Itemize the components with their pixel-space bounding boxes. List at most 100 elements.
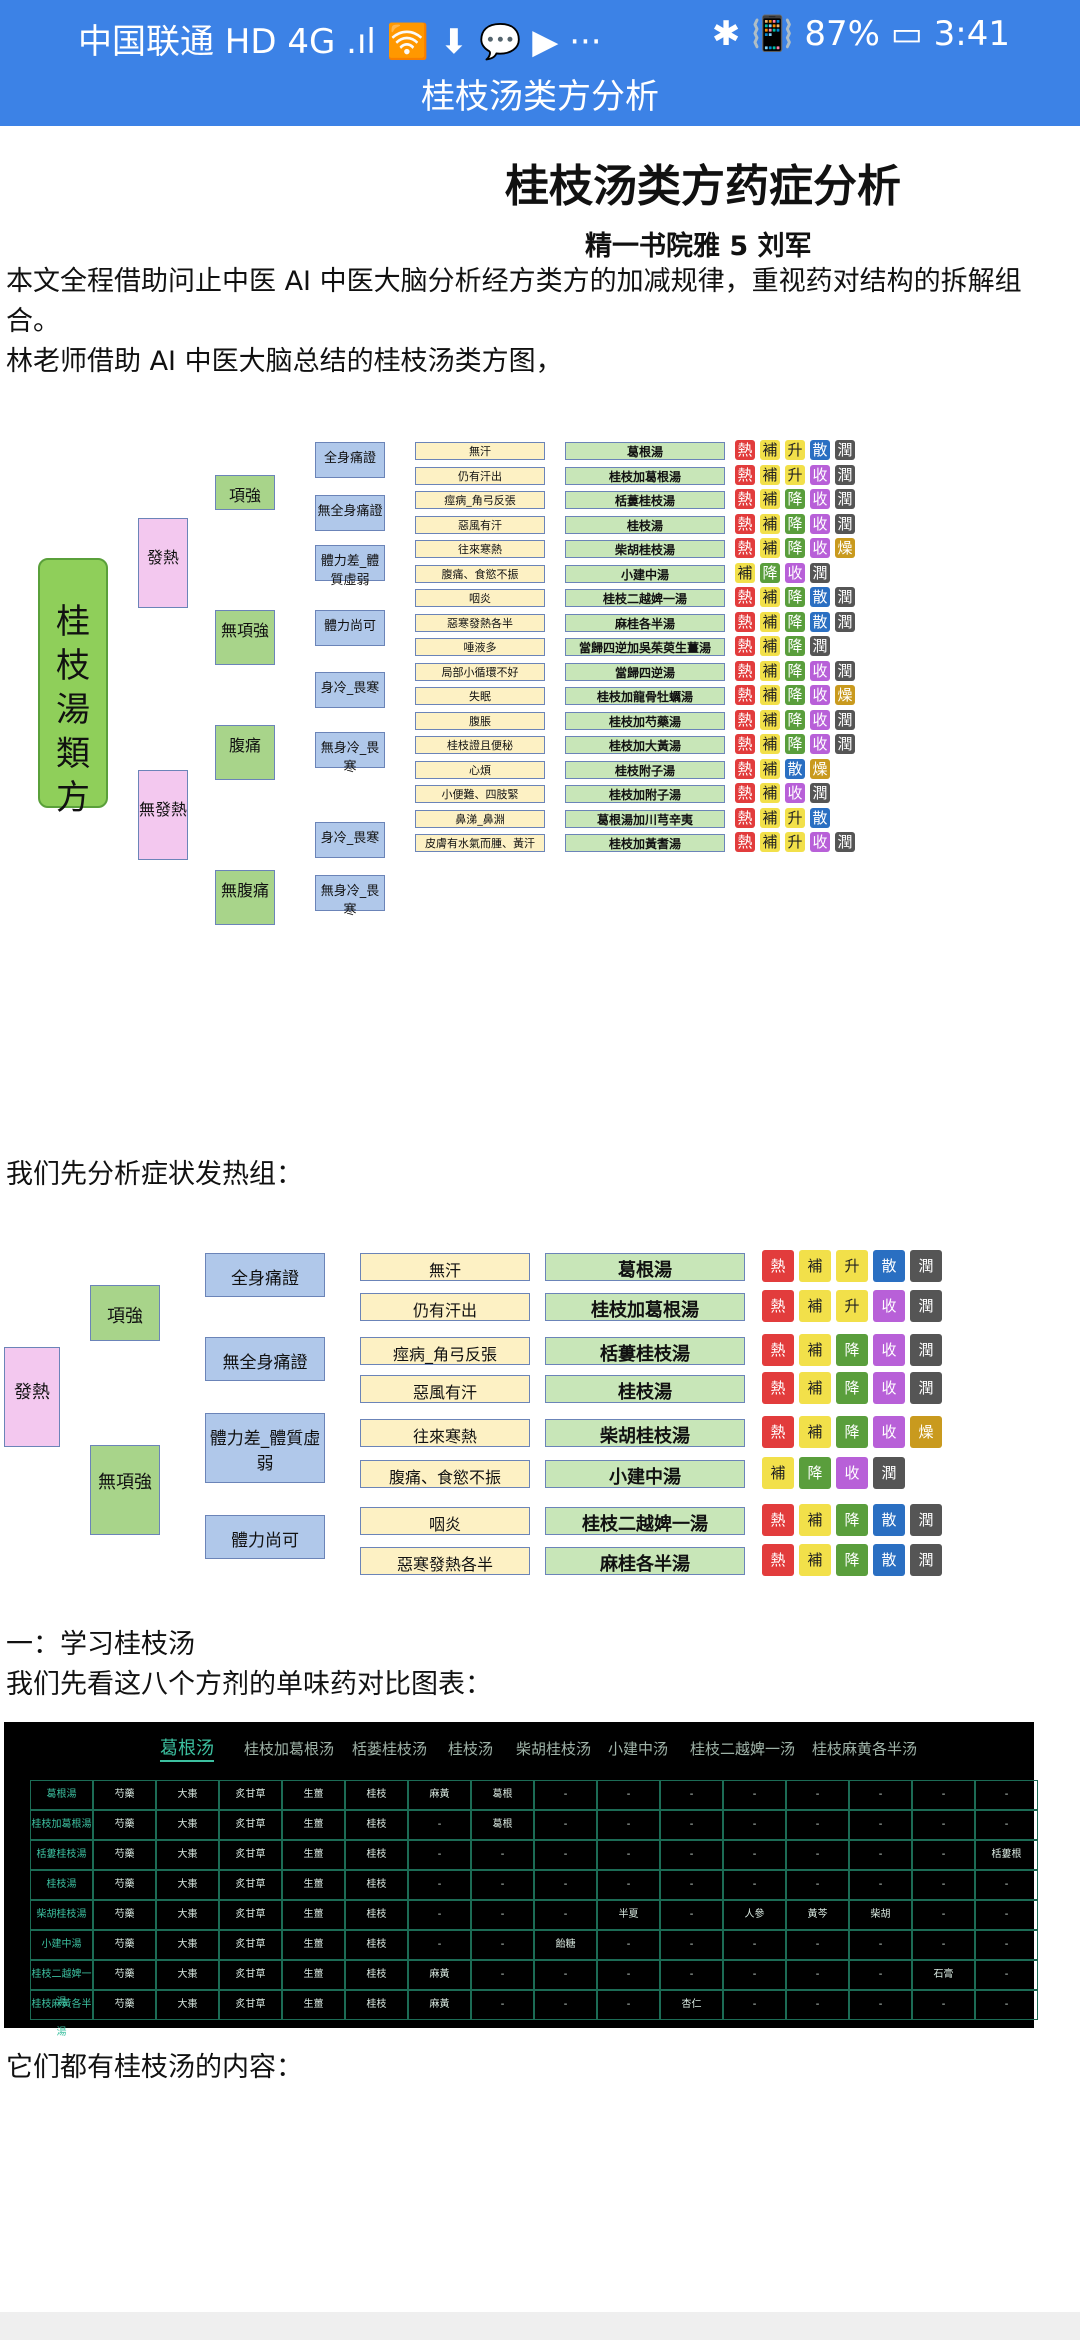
symptom-label: 失眠	[415, 687, 545, 705]
property-tag: 收	[873, 1372, 905, 1404]
property-tag: 降	[836, 1334, 868, 1366]
table-cell: 大棗	[156, 1930, 219, 1960]
table-tab[interactable]: 桂枝麻黄各半汤	[812, 1740, 918, 1758]
property-tag: 散	[810, 440, 830, 460]
property-tag: 熱	[735, 709, 755, 730]
property-tag: 補	[762, 1457, 794, 1489]
formula-label: 桂枝二越婢一湯	[545, 1507, 745, 1535]
symptom-label: 心煩	[415, 760, 545, 779]
table-tab[interactable]: 小建中汤	[608, 1740, 669, 1758]
table-cell: -	[723, 1810, 786, 1840]
property-tag: 補	[799, 1290, 831, 1322]
property-tag: 散	[785, 758, 805, 779]
table-cell: 桂枝	[345, 1900, 408, 1930]
table-cell: -	[660, 1870, 723, 1900]
property-tag: 收	[810, 734, 830, 754]
table-cell: -	[786, 1870, 849, 1900]
property-tag: 潤	[910, 1544, 942, 1576]
table-cell: -	[975, 1990, 1038, 2020]
table-cell: 人參	[723, 1900, 786, 1930]
table-cell: -	[534, 1780, 597, 1810]
root-node: 桂枝湯類方	[38, 558, 108, 818]
table-tab[interactable]: 桂枝加葛根汤	[244, 1740, 335, 1758]
table-tab[interactable]: 桂枝汤	[448, 1740, 494, 1758]
table-cell: -	[597, 1810, 660, 1840]
property-tag: 降	[785, 513, 805, 534]
table-cell: -	[660, 1780, 723, 1810]
property-tag: 潤	[835, 709, 855, 730]
table-cell: 桂枝	[345, 1870, 408, 1900]
formula-label: 桂枝湯	[545, 1375, 745, 1403]
table-tab[interactable]: 柴胡桂枝汤	[516, 1740, 592, 1758]
property-tag: 補	[760, 611, 780, 632]
property-tag: 散	[810, 587, 830, 607]
herb-comparison-table: 葛根汤 桂枝加葛根汤栝蒌桂枝汤 桂枝汤 柴胡桂枝汤小建中汤 桂枝二越婢一汤桂枝麻黄各半汤…	[4, 1722, 1038, 2038]
table-cell: 芍藥	[93, 1900, 156, 1930]
property-tag: 潤	[910, 1334, 942, 1366]
table-cell: -	[408, 1870, 471, 1900]
table-cell: 生薑	[282, 1780, 345, 1810]
property-tag: 熱	[735, 440, 755, 460]
table-cell: -	[723, 1990, 786, 2020]
shenleng-node-2: 身冷_畏寒	[315, 822, 385, 858]
property-tag: 降	[836, 1372, 868, 1404]
formula-label: 小建中湯	[565, 564, 725, 583]
symptom-label: 桂枝證且便秘	[415, 736, 545, 754]
table-tab[interactable]: 葛根汤	[160, 1734, 214, 1762]
table-tab[interactable]: 桂枝二越婢一汤	[690, 1740, 796, 1758]
table-cell: -	[975, 1810, 1038, 1840]
table-cell: -	[912, 1930, 975, 1960]
property-tag: 燥	[910, 1416, 942, 1448]
table-cell: -	[660, 1840, 723, 1870]
table-cell: 半夏	[597, 1900, 660, 1930]
table-cell: 杏仁	[660, 1990, 723, 2020]
formula-label: 當歸四逆湯	[565, 662, 725, 681]
formula-label: 麻桂各半湯	[565, 613, 725, 632]
property-tag: 潤	[873, 1457, 905, 1489]
table-cell: -	[597, 1780, 660, 1810]
table-cell: -	[534, 1840, 597, 1870]
property-tag: 潤	[835, 660, 855, 681]
property-tag: 補	[760, 636, 780, 656]
table-cell: -	[912, 1840, 975, 1870]
table-cell: -	[534, 1990, 597, 2020]
table-cell: 柴胡	[849, 1900, 912, 1930]
formula-label: 桂枝湯	[565, 515, 725, 534]
table-cell: -	[975, 1780, 1038, 1810]
formula-label: 栝蔞桂枝湯	[545, 1337, 745, 1365]
property-tag: 潤	[835, 734, 855, 754]
section-all-heading: 它们都有桂枝汤的内容：	[6, 2052, 303, 2083]
property-tag: 降	[785, 587, 805, 607]
property-tag: 潤	[810, 783, 830, 803]
table-cell: 生薑	[282, 1810, 345, 1840]
property-tag: 熱	[735, 587, 755, 607]
property-tag: 降	[785, 611, 805, 632]
symptom-label: 唾液多	[415, 638, 545, 656]
table-cell: -	[471, 1900, 534, 1930]
formula-label: 當歸四逆加吳茱萸生薑湯	[565, 638, 725, 656]
table-cell: 桂枝	[345, 1810, 408, 1840]
table-cell: 麻黃	[408, 1960, 471, 1990]
tili-shang-node: 體力尚可	[315, 610, 385, 646]
intro-paragraph-1: 本文全程借助问止中医 AI 中医大脑分析经方类方的加减规律，重视药对结构的拆解组…	[6, 266, 1022, 337]
table-cell: 栝蔞根	[975, 1840, 1038, 1870]
property-tag: 潤	[835, 611, 855, 632]
table-cell: -	[660, 1810, 723, 1840]
category-node: 無全身痛證	[205, 1337, 325, 1381]
property-tag: 補	[760, 587, 780, 607]
property-tag: 熱	[735, 783, 755, 803]
property-tag: 補	[760, 489, 780, 509]
property-tag: 補	[760, 709, 780, 730]
table-tab[interactable]: 栝蒌桂枝汤	[352, 1740, 428, 1758]
table-cell: 炙甘草	[219, 1810, 282, 1840]
table-cell: -	[471, 1840, 534, 1870]
property-tag: 收	[785, 562, 805, 583]
intro-paragraph-2: 林老师借助 AI 中医大脑总结的桂枝汤类方图，	[6, 346, 563, 377]
property-tag: 熱	[735, 464, 755, 485]
table-cell: 炙甘草	[219, 1870, 282, 1900]
table-cell: 大棗	[156, 1990, 219, 2020]
table-cell: 炙甘草	[219, 1780, 282, 1810]
formula-label: 小建中湯	[545, 1460, 745, 1488]
table-cell: 飴糖	[534, 1930, 597, 1960]
table-cell: 葛根	[471, 1780, 534, 1810]
